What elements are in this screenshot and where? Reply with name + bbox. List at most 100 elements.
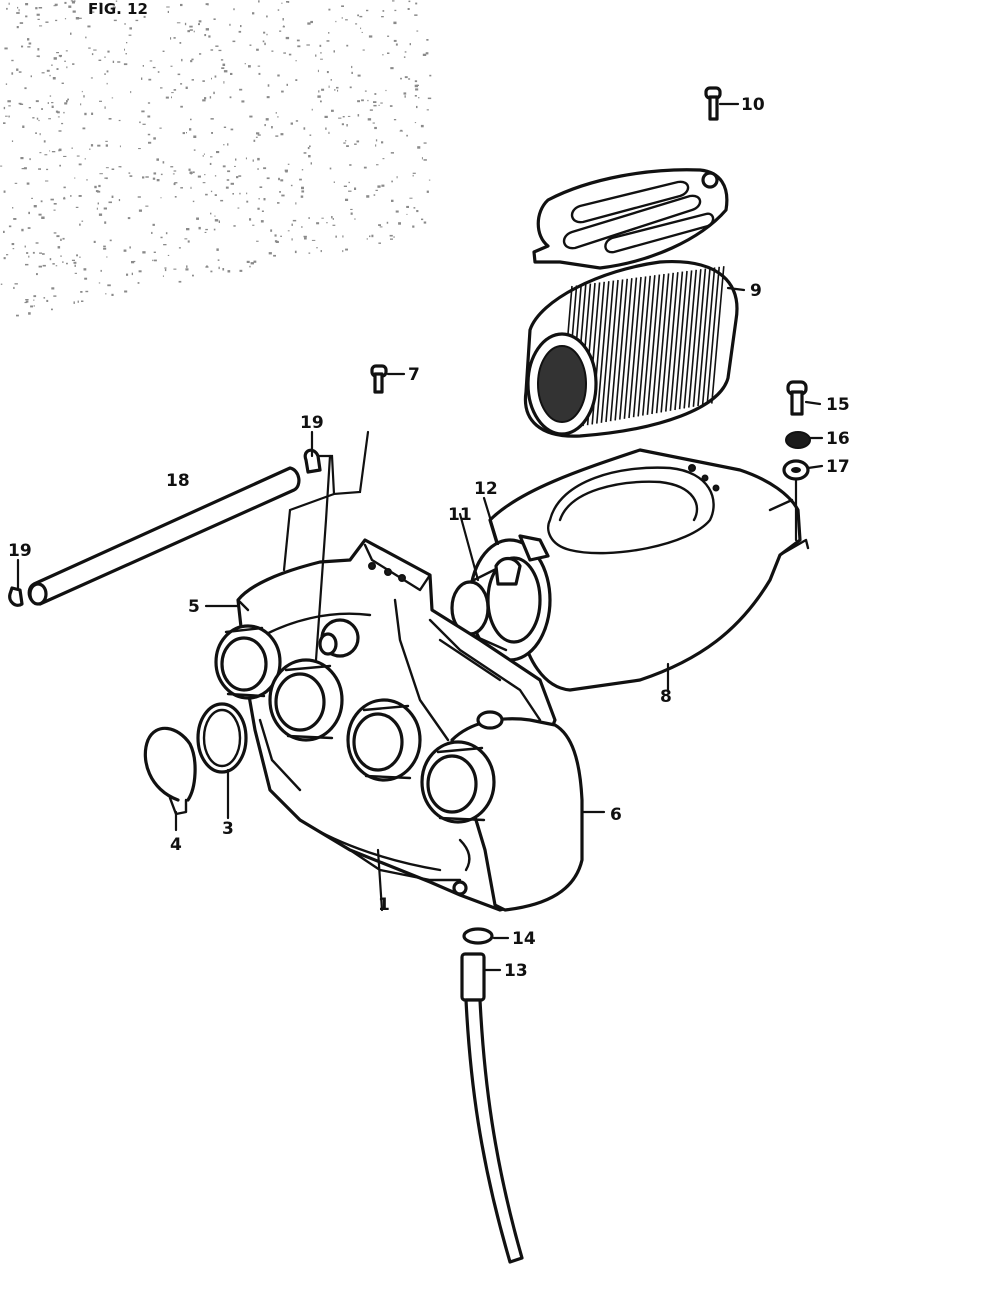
- scan-speck: [215, 45, 219, 47]
- scan-speck: [414, 80, 418, 83]
- scan-speck: [220, 199, 224, 202]
- label-3: 3: [222, 819, 234, 839]
- scan-speck: [342, 235, 344, 238]
- scan-speck: [68, 5, 72, 8]
- scan-speck: [404, 95, 406, 98]
- scan-speck: [160, 197, 162, 199]
- scan-speck: [190, 186, 192, 189]
- part-8-filter-box: [488, 448, 810, 692]
- scan-speck: [252, 224, 255, 226]
- scan-speck: [328, 8, 331, 11]
- scan-speck: [74, 264, 76, 267]
- scan-speck: [395, 210, 399, 213]
- scan-speck: [273, 254, 276, 257]
- scan-speck: [335, 20, 337, 23]
- scan-speck: [263, 31, 266, 34]
- leader-lines: [16, 102, 824, 972]
- scan-speck: [152, 177, 156, 180]
- label-13: 13: [504, 961, 528, 981]
- scan-speck: [123, 63, 128, 66]
- scan-speck: [213, 18, 216, 20]
- scan-speck: [21, 228, 24, 232]
- scan-speck: [421, 157, 423, 160]
- scan-speck: [152, 259, 154, 262]
- scan-speck: [57, 116, 60, 118]
- scan-speck: [277, 202, 280, 204]
- part-13-drain-hose: [460, 952, 524, 1264]
- scan-speck: [11, 72, 14, 75]
- scan-speck: [106, 256, 108, 258]
- scan-speck: [189, 128, 192, 131]
- scan-speck: [160, 87, 163, 89]
- filter-rib: [651, 273, 665, 415]
- scan-speck: [233, 225, 236, 227]
- scan-speck: [213, 228, 216, 231]
- scan-speck: [380, 102, 383, 104]
- scan-speck: [148, 78, 152, 81]
- scan-speck: [38, 7, 43, 9]
- scan-speck: [58, 149, 60, 152]
- scan-speck: [11, 243, 15, 246]
- scan-speck: [145, 176, 149, 178]
- scan-speck: [7, 100, 11, 103]
- scan-speck: [108, 201, 112, 204]
- scan-speck: [152, 223, 155, 226]
- scan-speck: [39, 25, 43, 27]
- scan-speck: [288, 53, 292, 56]
- figure-label: FIG. 12: [88, 0, 148, 18]
- scan-speck: [360, 27, 362, 30]
- scan-speck: [223, 144, 225, 146]
- scan-speck: [106, 70, 109, 73]
- scan-speck: [349, 164, 352, 166]
- filter-rib: [665, 272, 679, 412]
- scan-speck: [156, 158, 159, 161]
- scan-speck: [198, 226, 201, 230]
- label-15: 15: [826, 395, 850, 415]
- scan-speck: [153, 251, 156, 253]
- scan-speck: [377, 185, 381, 188]
- scan-speck: [21, 168, 24, 170]
- scan-speck: [367, 99, 369, 102]
- scan-speck: [137, 282, 140, 284]
- scan-speck: [229, 96, 232, 99]
- scan-speck: [429, 74, 432, 77]
- scan-speck: [264, 42, 266, 46]
- scan-speck: [117, 61, 121, 63]
- scan-speck: [310, 20, 313, 24]
- scan-speck: [99, 173, 103, 175]
- scan-speck: [177, 73, 181, 76]
- scan-speck: [387, 52, 390, 54]
- scan-speck: [55, 19, 58, 22]
- scan-speck: [381, 141, 384, 144]
- scan-speck: [103, 207, 107, 210]
- scan-speck: [246, 200, 249, 203]
- scan-speck: [28, 255, 30, 258]
- scan-speck: [163, 244, 167, 246]
- scan-speck: [295, 79, 298, 81]
- scan-speck: [111, 195, 114, 198]
- scan-speck: [373, 104, 377, 107]
- scan-speck: [60, 238, 62, 241]
- scan-speck: [220, 59, 224, 61]
- scan-speck: [28, 107, 31, 109]
- scan-speck: [81, 220, 84, 222]
- scan-speck: [58, 54, 62, 57]
- scan-speck: [174, 196, 177, 198]
- scan-speck: [280, 235, 282, 237]
- scan-speck: [36, 273, 38, 276]
- scan-speck: [291, 223, 293, 226]
- scan-speck: [238, 30, 242, 33]
- scan-speck: [61, 82, 64, 84]
- scan-speck: [198, 20, 202, 23]
- filter-rib: [706, 266, 720, 405]
- label-18: 18: [166, 471, 190, 491]
- scan-speck: [286, 1, 289, 3]
- scan-speck: [354, 187, 357, 190]
- scan-speck: [256, 240, 259, 242]
- scan-speck: [97, 202, 99, 205]
- scan-speck: [124, 48, 125, 51]
- scan-speck: [57, 246, 61, 249]
- label-9: 9: [750, 281, 762, 301]
- scan-speck: [64, 60, 66, 62]
- scan-speck: [109, 239, 112, 242]
